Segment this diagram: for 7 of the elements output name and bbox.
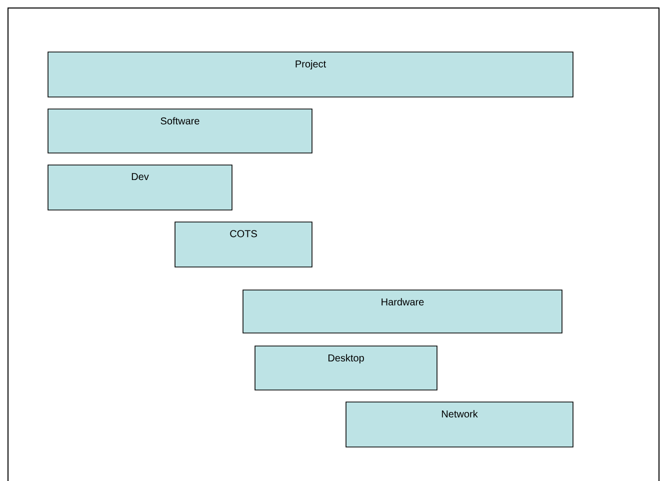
bar: Software: [48, 108, 312, 154]
bar: COTS: [174, 222, 312, 268]
bar: Project: [48, 52, 574, 98]
bar: Desktop: [254, 346, 438, 390]
bar: Network: [346, 402, 574, 448]
bar: Dev: [48, 164, 232, 210]
bar: Hardware: [242, 290, 562, 334]
